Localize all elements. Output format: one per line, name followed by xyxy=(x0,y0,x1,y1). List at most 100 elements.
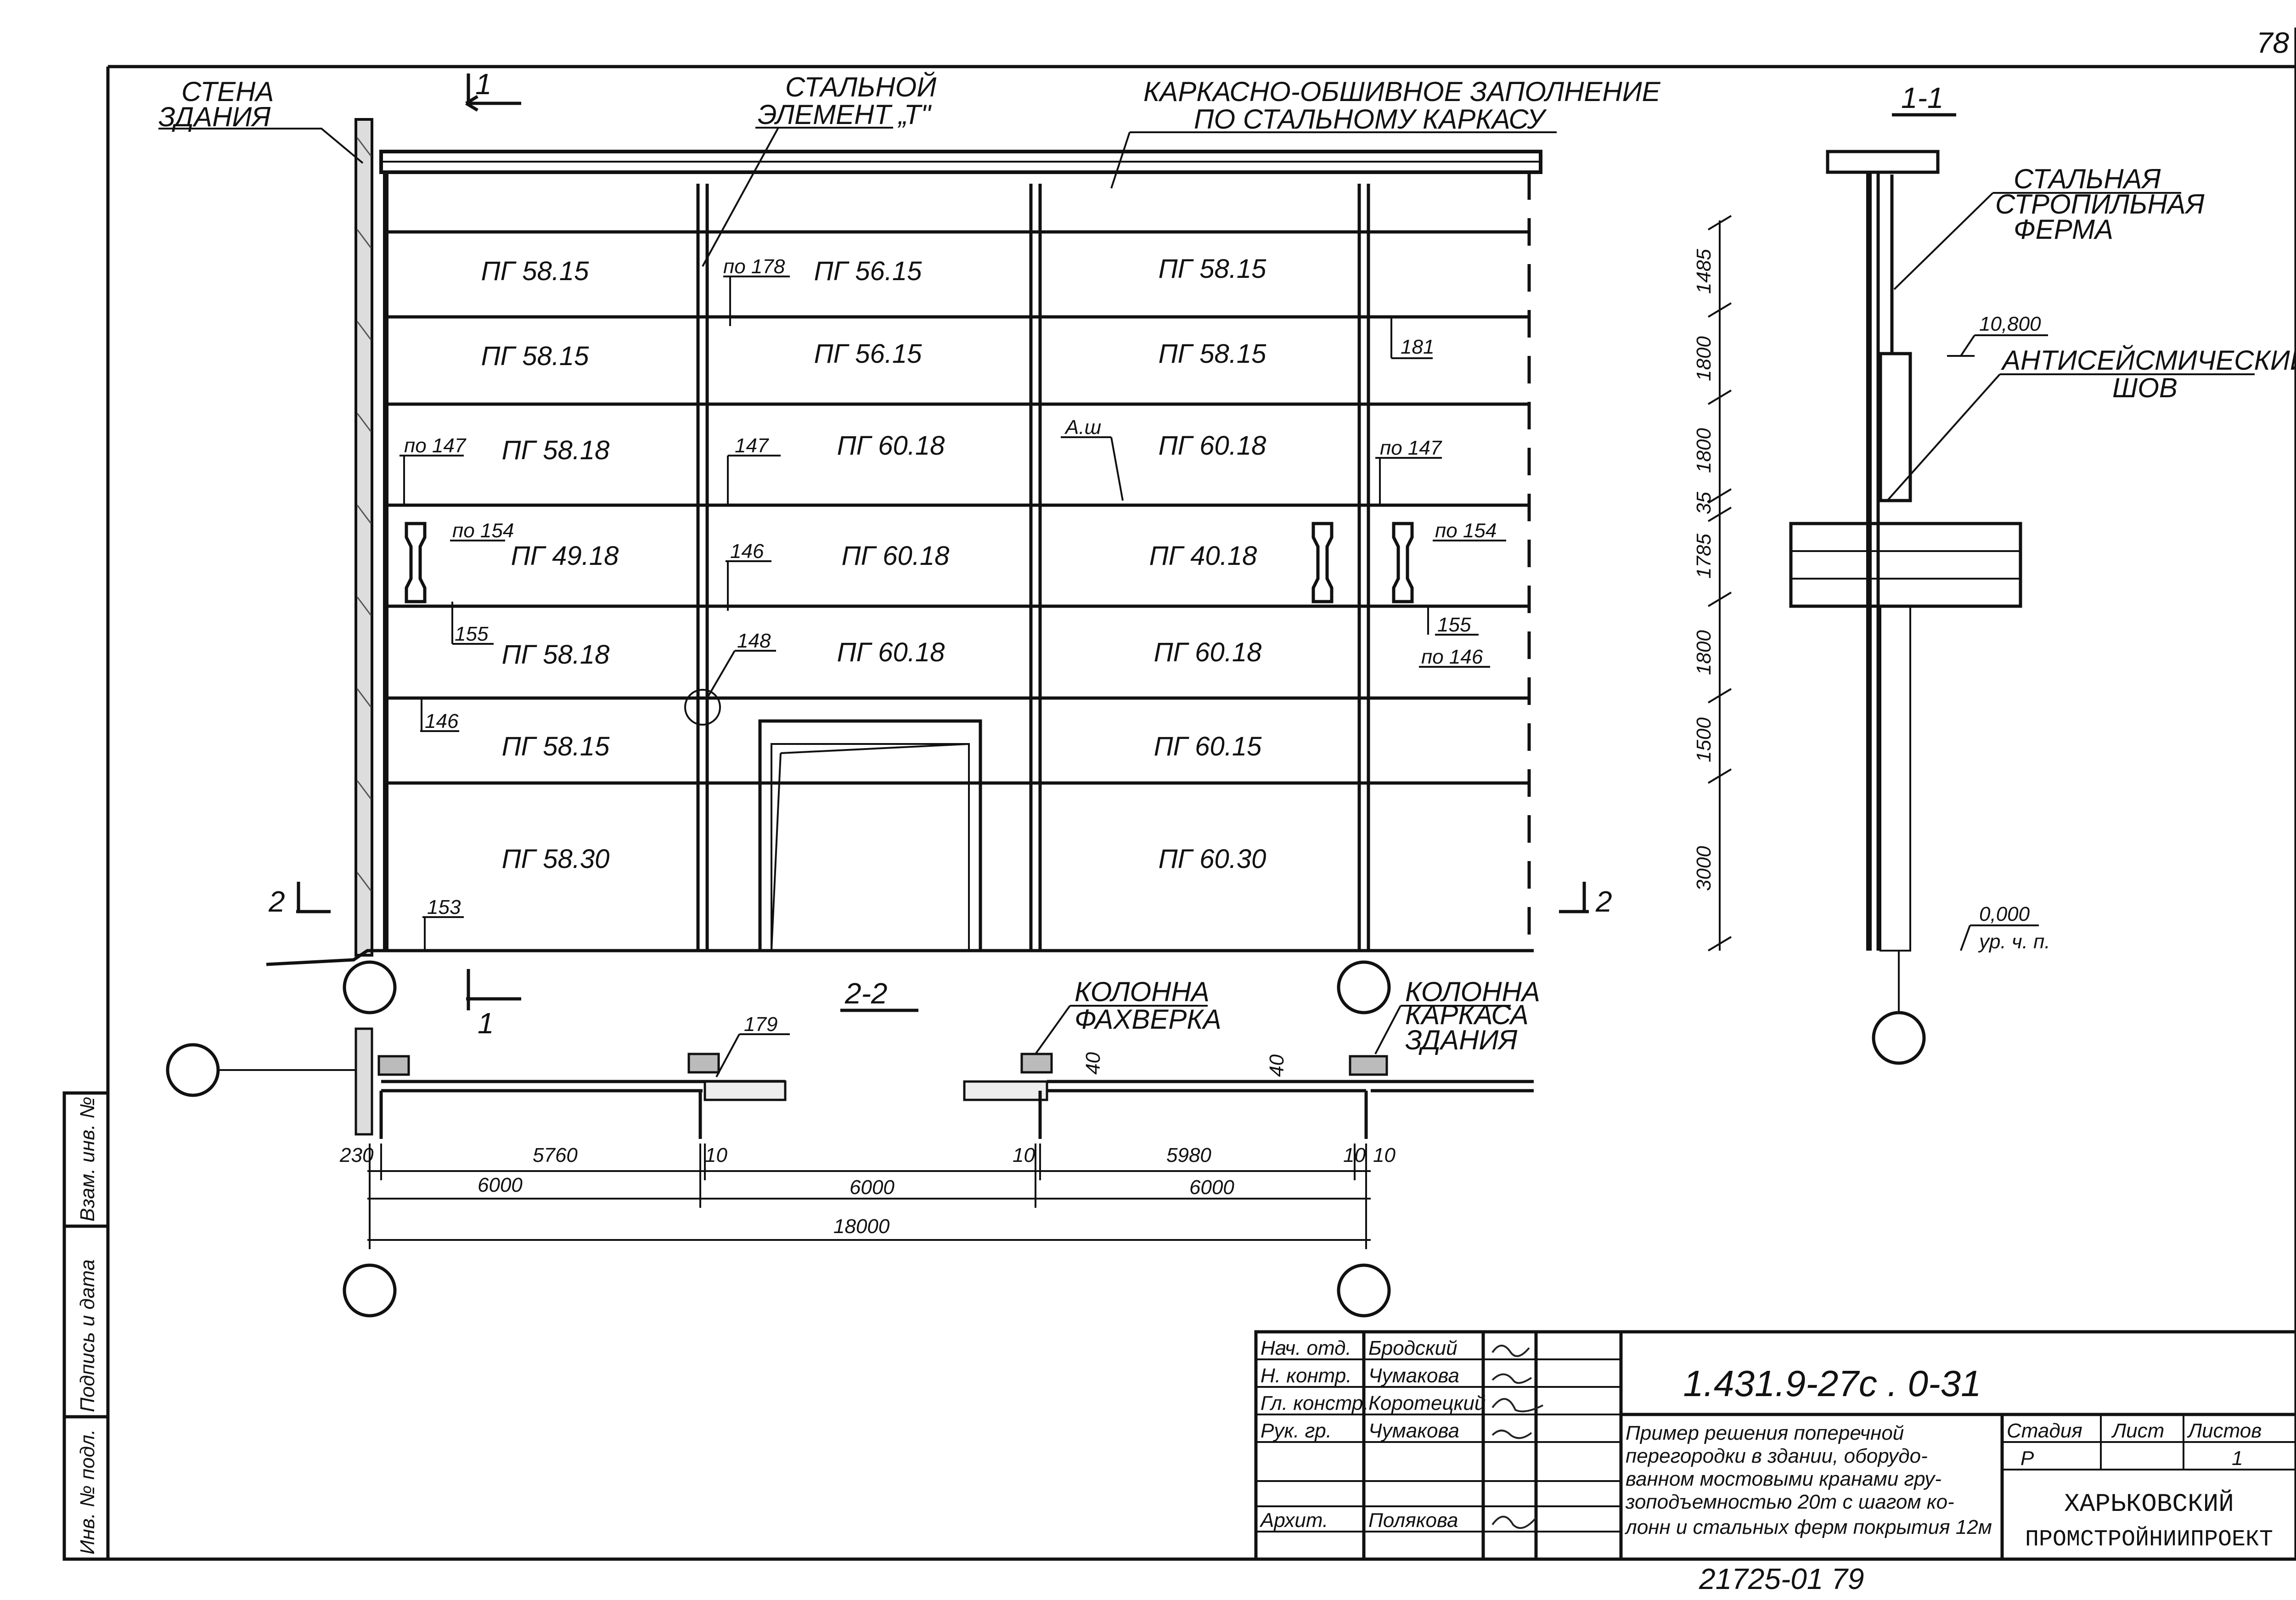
sheets-header: Листов xyxy=(2187,1420,2262,1442)
callout: по 146 xyxy=(1421,646,1483,668)
panel-label: ПГ 60.15 xyxy=(1154,732,1262,761)
section-2-2-title: 2-2 xyxy=(844,977,888,1010)
wall-label-1: Стена xyxy=(181,76,274,107)
dim-row1: 10 xyxy=(705,1144,727,1166)
infill-label-2: по стальному каркасу xyxy=(1194,104,1547,135)
elev-top: 10,800 xyxy=(1979,313,2041,335)
panel-labels: ПГ 58.15 ПГ 56.15 ПГ 58.15 ПГ 58.15 ПГ 5… xyxy=(481,254,1267,874)
signatures xyxy=(1491,1345,1543,1529)
callout: 146 xyxy=(425,710,459,732)
small-40a: 40 xyxy=(1082,1052,1104,1075)
infill-label-1: Каркасно-обшивное заполнение xyxy=(1143,76,1661,107)
panel-label: ПГ 60.18 xyxy=(837,637,945,667)
panel-label: ПГ 60.18 xyxy=(1154,637,1262,667)
grid-bubble-plan-1 xyxy=(343,1263,397,1318)
dim-v: 3000 xyxy=(1693,846,1715,891)
side-stamp-sign: Подпись и дата xyxy=(76,1259,99,1412)
callout: по 178 xyxy=(723,255,785,278)
callout: 155 xyxy=(455,623,489,645)
name: Полякова xyxy=(1368,1509,1458,1532)
col-label-2c: здания xyxy=(1405,1025,1517,1055)
callout: 146 xyxy=(730,540,764,563)
role: Рук. гр. xyxy=(1261,1420,1332,1442)
callout: по 154 xyxy=(452,519,514,542)
panel-label: ПГ 60.18 xyxy=(842,541,950,571)
side-stamp-replace: Взам. инв. № xyxy=(76,1097,99,1222)
callout: 181 xyxy=(1401,336,1434,358)
callout: по 147 xyxy=(404,434,467,457)
role: Н. контр. xyxy=(1261,1364,1352,1387)
section-1-1: 1-1 1485 1800 1800 35 1785 1800 1500 300… xyxy=(1693,81,2296,1065)
panel-label: ПГ 58.15 xyxy=(502,732,610,761)
steel-t-label-1: Стальной xyxy=(785,72,936,102)
doc-code: 1.431.9-27с . 0-31 xyxy=(1683,1363,1981,1404)
panel-label: ПГ 58.18 xyxy=(502,640,610,670)
steel-t-label-2: элемент „Т" xyxy=(758,99,932,130)
grid-bubble-plan-2 xyxy=(1337,1263,1391,1318)
role: Архит. xyxy=(1259,1509,1328,1532)
title-block: Нач. отд. Н. контр. Гл. констр. Рук. гр.… xyxy=(1254,1330,2296,1595)
seismic-label-2: шов xyxy=(2112,372,2178,403)
panel-label: ПГ 58.15 xyxy=(1159,339,1267,369)
callout: А.ш xyxy=(1064,416,1101,439)
dim-v: 1500 xyxy=(1693,717,1715,762)
dim-row1: 10 xyxy=(1013,1144,1035,1166)
panel-label: ПГ 58.18 xyxy=(502,435,610,465)
steel-posts xyxy=(383,172,1370,951)
building-wall xyxy=(355,118,373,957)
panel-joints xyxy=(386,230,1529,785)
page-number: 78 xyxy=(2257,26,2290,59)
desc-line: лонн и стальных ферм покрытия 12м xyxy=(1624,1516,1992,1538)
grid-bubble-plan-left xyxy=(166,1043,220,1097)
dim-v: 1785 xyxy=(1693,534,1715,579)
wall-label-2: здания xyxy=(158,101,270,132)
desc-line: зоподъемностью 20т с шагом ко- xyxy=(1625,1491,1954,1513)
dim-v: 35 xyxy=(1693,492,1715,514)
panel-label: ПГ 56.15 xyxy=(814,256,923,286)
col-label-1a: Колонна xyxy=(1075,976,1210,1007)
role: Нач. отд. xyxy=(1261,1337,1351,1359)
side-stamp-inv: Инв. № подл. xyxy=(76,1429,99,1555)
desc-line: перегородки в здании, оборудо- xyxy=(1626,1445,1928,1467)
dim-v: 1800 xyxy=(1693,630,1715,675)
panel-label: ПГ 58.30 xyxy=(502,844,610,874)
callout: по 154 xyxy=(1435,519,1497,542)
side-stamp: Инв. № подл. Подпись и дата Взам. инв. № xyxy=(62,1091,110,1561)
sheet-header: Лист xyxy=(2111,1420,2164,1442)
name: Бродский xyxy=(1368,1337,1458,1359)
dim-v: 1485 xyxy=(1693,249,1715,294)
callout-179: 179 xyxy=(744,1013,777,1036)
dim-total: 18000 xyxy=(833,1215,890,1238)
name: Коротецкий xyxy=(1368,1392,1486,1414)
elev-zero-sub: ур. ч. п. xyxy=(1978,930,2050,953)
callout: 148 xyxy=(737,630,771,652)
col-label-1b: фахверка xyxy=(1075,1004,1221,1035)
bracket-symbols xyxy=(405,522,1414,603)
panel-label: ПГ 58.15 xyxy=(1159,254,1267,284)
stage-header: Стадия xyxy=(2007,1420,2082,1442)
section-2-left: 2 xyxy=(268,885,285,918)
grid-bubble-2 xyxy=(1337,960,1391,1014)
section-mark-top: 1 xyxy=(475,68,492,101)
panel-label: ПГ 40.18 xyxy=(1149,541,1257,571)
door-opening xyxy=(758,719,982,952)
dim-row2: 6000 xyxy=(850,1176,895,1199)
org-line-1: ХАРЬКОВСКИЙ xyxy=(2064,1489,2234,1519)
dim-row2: 6000 xyxy=(478,1174,523,1196)
truss-label-1: Стальная xyxy=(2014,163,2161,194)
dim-row1: 10 xyxy=(1373,1144,1396,1166)
name: Чумакова xyxy=(1368,1364,1459,1387)
dim-row1: 230 xyxy=(339,1144,374,1166)
panel-label: ПГ 60.30 xyxy=(1159,844,1266,874)
dim-v: 1800 xyxy=(1693,336,1715,381)
seismic-label-1: Антисейсмический xyxy=(2001,345,2296,376)
elev-zero: 0,000 xyxy=(1979,903,2030,925)
panel-label: ПГ 49.18 xyxy=(511,541,619,571)
col-label-2b: каркаса xyxy=(1405,999,1529,1030)
name: Чумакова xyxy=(1368,1420,1459,1442)
panel-label: ПГ 56.15 xyxy=(814,339,923,369)
truss-label-3: ферма xyxy=(2014,214,2113,245)
callout: 147 xyxy=(735,434,769,457)
bottom-number: 21725-01 79 xyxy=(1699,1562,1864,1595)
